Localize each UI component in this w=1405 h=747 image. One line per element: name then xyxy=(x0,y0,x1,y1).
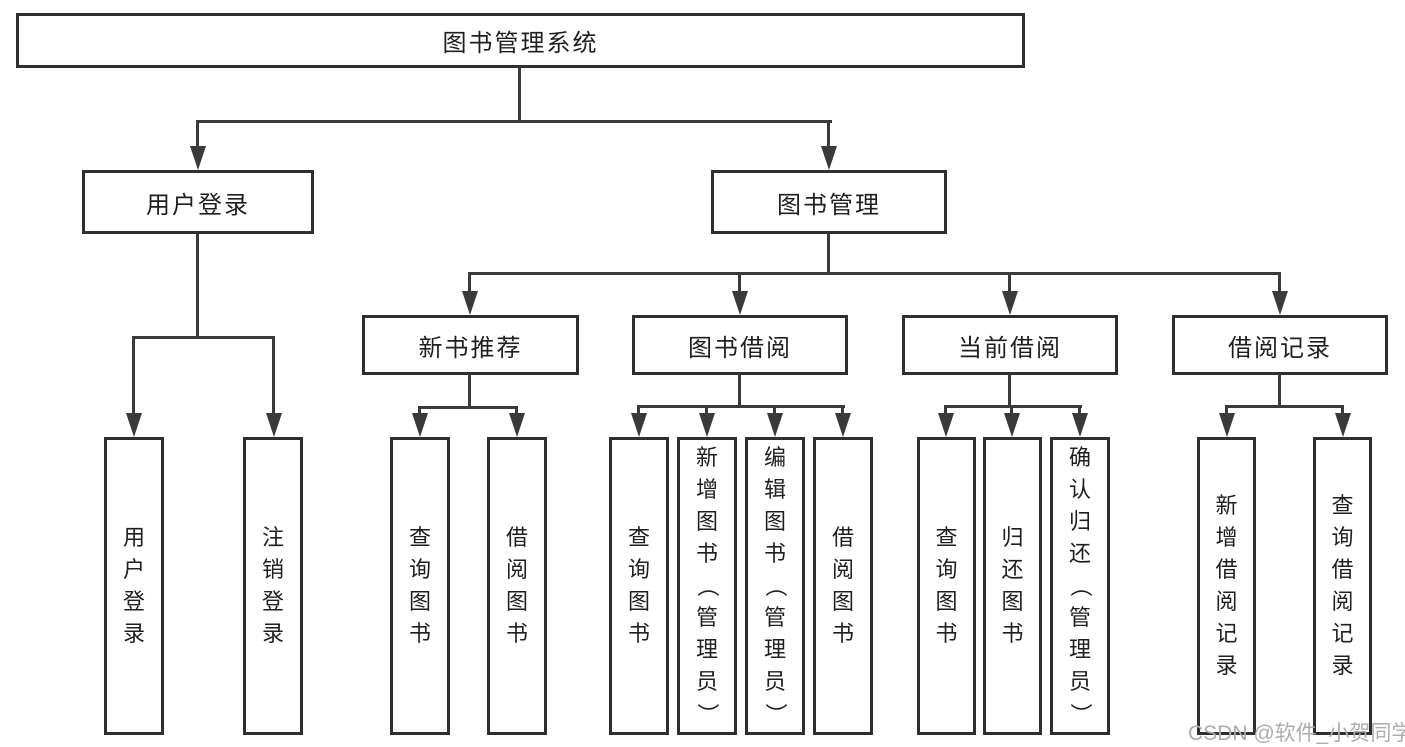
node-root-label: 图书管理系统 xyxy=(442,30,599,57)
connector xyxy=(827,234,830,274)
leaf-add-book-admin: 新增图书（管理员） xyxy=(677,437,737,735)
leaf-query-borrow-record: 查询借阅记录 xyxy=(1313,437,1372,735)
arrowhead xyxy=(1004,413,1020,437)
leaf-query-books-current: 查询图书 xyxy=(917,437,976,735)
connector xyxy=(1225,405,1228,415)
leaf-confirm-return-admin: 确认归还（管理员） xyxy=(1050,437,1110,735)
arrowhead xyxy=(1335,413,1351,437)
leaf-logout-label: 注销登录 xyxy=(261,525,284,646)
connector xyxy=(272,336,275,415)
leaf-query-books-borrowing-label: 查询图书 xyxy=(627,525,650,646)
arrowhead xyxy=(699,413,715,437)
node-book-borrowing: 图书借阅 xyxy=(632,315,848,375)
leaf-borrow-books-recommend-label: 借阅图书 xyxy=(505,525,528,646)
leaf-query-books-recommend: 查询图书 xyxy=(390,437,450,735)
leaf-return-book: 归还图书 xyxy=(983,437,1042,735)
arrowhead xyxy=(126,413,142,437)
connector xyxy=(418,406,421,415)
node-current-borrowing-label: 当前借阅 xyxy=(958,334,1062,362)
connector xyxy=(196,234,199,338)
connector xyxy=(468,374,471,408)
connector xyxy=(196,120,199,148)
arrowhead xyxy=(631,413,647,437)
connector xyxy=(1225,405,1344,408)
leaf-query-books-borrowing: 查询图书 xyxy=(609,437,669,735)
node-new-book-recommend-label: 新书推荐 xyxy=(418,334,523,362)
node-borrowing-records-label: 借阅记录 xyxy=(1228,334,1332,362)
connector xyxy=(637,405,640,415)
node-book-management: 图书管理 xyxy=(711,170,947,234)
node-book-management-label: 图书管理 xyxy=(777,191,881,219)
node-current-borrowing: 当前借阅 xyxy=(902,315,1118,375)
connector xyxy=(738,272,741,293)
connector xyxy=(418,406,518,409)
connector xyxy=(196,120,832,123)
connector xyxy=(827,120,830,148)
leaf-user-login: 用户登录 xyxy=(104,437,164,735)
csdn-watermark: CSDN @软件_小贺同学 xyxy=(1188,722,1405,745)
leaf-add-borrow-record-label: 新增借阅记录 xyxy=(1215,493,1238,678)
node-user-login: 用户登录 xyxy=(82,170,314,234)
leaf-borrow-books-label: 借阅图书 xyxy=(831,525,854,646)
arrowhead xyxy=(462,291,478,315)
connector xyxy=(132,336,135,415)
connector xyxy=(1008,272,1011,293)
connector xyxy=(468,272,1281,275)
connector xyxy=(1278,272,1281,293)
connector xyxy=(1341,405,1344,415)
connector xyxy=(1278,374,1281,407)
connector xyxy=(841,405,844,415)
node-new-book-recommend: 新书推荐 xyxy=(362,315,579,375)
connector xyxy=(637,405,845,408)
leaf-confirm-return-admin-label: 确认归还（管理员） xyxy=(1067,445,1093,726)
leaf-add-book-admin-label: 新增图书（管理员） xyxy=(694,445,720,726)
arrowhead xyxy=(767,413,783,437)
connector xyxy=(132,336,275,339)
leaf-edit-book-admin: 编辑图书（管理员） xyxy=(745,437,805,735)
arrowhead xyxy=(938,413,954,437)
leaf-query-books-recommend-label: 查询图书 xyxy=(408,525,431,646)
arrowhead xyxy=(1272,291,1288,315)
connector xyxy=(518,67,521,122)
arrowhead xyxy=(1002,291,1018,315)
arrowhead xyxy=(835,413,851,437)
leaf-logout: 注销登录 xyxy=(243,437,303,735)
connector xyxy=(773,405,776,415)
connector xyxy=(738,374,741,407)
leaf-edit-book-admin-label: 编辑图书（管理员） xyxy=(762,445,788,726)
connector xyxy=(705,405,708,415)
node-user-login-label: 用户登录 xyxy=(146,191,250,219)
connector xyxy=(1010,405,1013,415)
node-borrowing-records: 借阅记录 xyxy=(1172,315,1388,375)
node-book-borrowing-label: 图书借阅 xyxy=(688,334,792,362)
arrowhead xyxy=(190,146,206,170)
node-root: 图书管理系统 xyxy=(16,13,1025,68)
connector xyxy=(468,272,471,293)
leaf-return-book-label: 归还图书 xyxy=(1001,525,1024,646)
connector xyxy=(944,405,947,415)
arrowhead xyxy=(1219,413,1235,437)
arrowhead xyxy=(732,291,748,315)
leaf-user-login-label: 用户登录 xyxy=(122,525,145,646)
arrowhead xyxy=(266,413,282,437)
leaf-borrow-books-recommend: 借阅图书 xyxy=(487,437,547,735)
arrowhead xyxy=(509,413,525,437)
arrowhead xyxy=(412,413,428,437)
connector xyxy=(515,406,518,415)
leaf-borrow-books: 借阅图书 xyxy=(813,437,873,735)
leaf-query-books-current-label: 查询图书 xyxy=(935,525,958,646)
connector xyxy=(1008,374,1011,407)
connector xyxy=(944,405,1082,408)
arrowhead xyxy=(821,146,837,170)
connector xyxy=(1078,405,1081,415)
leaf-query-borrow-record-label: 查询借阅记录 xyxy=(1331,493,1354,678)
arrowhead xyxy=(1072,413,1088,437)
leaf-add-borrow-record: 新增借阅记录 xyxy=(1197,437,1256,735)
